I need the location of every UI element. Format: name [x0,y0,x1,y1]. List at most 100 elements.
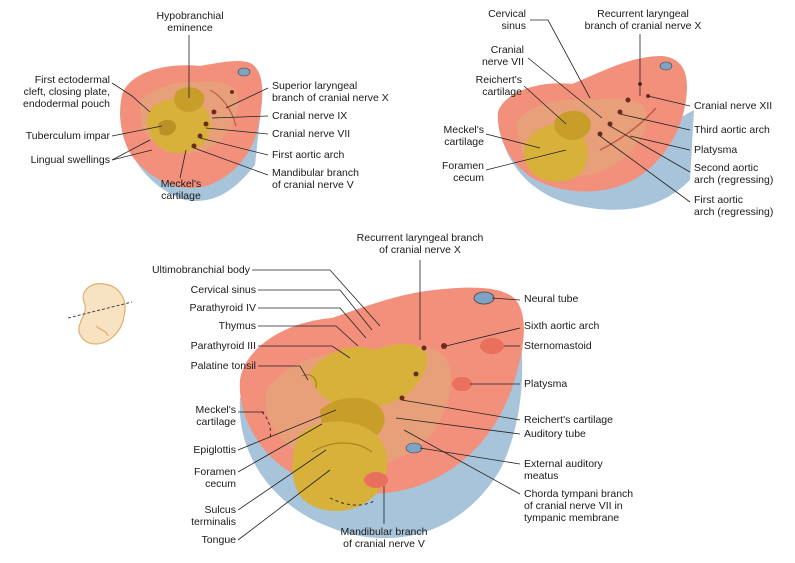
leader-line [111,149,153,161]
label-neural-tube: Neural tube [524,293,579,305]
label-recurrent-laryngeal-c: Recurrent laryngeal branch of cranial ne… [356,232,484,256]
label-hypobranchial-eminence: Hypobranchial eminence [156,10,224,34]
leader-line [258,345,351,359]
panel-b-nerve-dot [597,131,603,137]
panel-c-dashed-mandible [329,497,377,506]
leader-line [237,409,337,451]
panel-a-leaders [111,35,269,179]
leader-line [111,82,151,113]
panel-c-ext-auditory-meatus [405,442,423,454]
leader-line [237,449,327,511]
leader-line [619,113,691,131]
label-recurrent-laryngeal-b: Recurrent laryngeal branch of cranial ne… [584,8,702,32]
embryo-limb [95,325,109,337]
panel-a-nerve-dot [203,121,209,127]
leader-line [111,125,163,137]
label-chorda-tympani: Chorda tympani branch of cranial nerve V… [524,488,634,524]
panel-c-nerve-dot [413,371,419,377]
label-thymus: Thymus [218,320,256,332]
label-cervical-sinus-c: Cervical sinus [190,284,256,296]
label-reicherts-cartilage-b: Reichert's cartilage [475,74,522,98]
label-lingual-swellings: Lingual swellings [30,154,110,166]
label-platysma-c: Platysma [524,378,568,390]
label-second-aortic-arch: Second aortic arch (regressing) [694,162,774,186]
leader-line [403,429,521,495]
label-cranial-nerve-vii-a: Cranial nerve VII [272,128,351,140]
label-mandibular-branch-c: Mandibular branch of cranial nerve V [340,526,428,550]
leader-line [258,307,367,339]
section-plane-line [67,301,133,319]
panel-c-sternomastoid [480,338,504,354]
label-sixth-aortic-arch: Sixth aortic arch [524,320,600,332]
label-tongue: Tongue [201,534,236,546]
panel-c-neural-tube [473,291,495,305]
leader-line [258,289,373,331]
panel-a-pouch-ridge [209,89,237,127]
label-sternomastoid: Sternomastoid [524,340,592,352]
label-meckels-cartilage-b: Meckel's cartilage [443,124,484,148]
label-tuberculum-impar: Tuberculum impar [25,130,110,142]
label-first-ectodermal-cleft: First ectodermal cleft, closing plate, e… [23,74,110,110]
leader-line [225,87,269,109]
label-reicherts-cartilage-c: Reichert's cartilage [524,414,613,426]
leader-line [237,423,323,473]
label-parathyroid-iv: Parathyroid IV [189,302,256,314]
panel-c-sulcus-terminalis [311,442,373,453]
label-epiglottis: Epiglottis [193,444,236,456]
label-ultimobranchial-body: Ultimobranchial body [151,264,250,276]
panel-c-tongue [292,421,388,512]
label-superior-laryngeal: Superior laryngeal branch of cranial ner… [272,80,389,104]
panel-a-nerve-dot [230,90,234,94]
embryo-outline [78,283,126,345]
leader-line [647,95,691,107]
panel-a-nerve-dot [197,133,203,139]
label-cranial-nerve-ix: Cranial nerve IX [272,110,348,122]
leader-line [401,399,521,421]
label-first-aortic-arch-a: First aortic arch [272,149,345,161]
label-platysma-b: Platysma [694,144,738,156]
panel-b-neural-tube [659,61,673,71]
panel-c-nerve-dot [399,395,405,401]
leader-line [179,149,187,179]
panel-a-nerve-dot [211,109,217,115]
leader-line [485,149,567,171]
leader-line [485,133,541,149]
panel-a-endoderm-tongue [147,98,211,154]
label-cranial-nerve-xii: Cranial nerve XII [694,100,773,112]
leader-line [609,125,691,173]
label-third-aortic-arch: Third aortic arch [694,124,770,136]
label-auditory-tube: Auditory tube [524,428,586,440]
panel-a-specimen [120,61,263,201]
label-cervical-sinus-b: Cervical sinus [488,8,526,32]
label-meckels-cartilage-c: Meckel's cartilage [195,404,236,428]
label-meckels-cartilage-a: Meckel's cartilage [160,178,202,202]
leader-line [395,417,521,435]
leader-line [258,365,309,381]
label-foramen-cecum-b: Foramen cecum [441,160,484,184]
label-cranial-nerve-vii-b: Cranial nerve VII [481,44,524,68]
panel-b-nerve-dot [625,97,631,103]
panel-a-nerve-dot [191,143,197,149]
leader-line [523,85,567,125]
panel-c-dashed-meckel [261,411,271,439]
leader-line [491,297,521,301]
panel-c-leaders [237,260,521,541]
label-first-aortic-arch-b: First aortic arch (regressing) [694,194,774,218]
leader-line [445,327,521,347]
leader-line [599,135,691,203]
leader-line [629,135,691,151]
panel-c-mandible-mass [364,472,388,488]
panel-b-specimen [497,56,694,210]
panel-b-platysma-band [599,107,657,151]
label-external-auditory-meatus: External auditory meatus [524,458,603,482]
panel-b-epiglottis [554,110,591,140]
leader-line [258,325,359,347]
panel-a-tuberculum [158,119,176,136]
label-sulcus-terminalis: Sulcus terminalis [191,504,236,528]
leader-line [530,19,591,99]
panel-c-pharynx-endoderm [310,343,427,409]
label-parathyroid-iii: Parathyroid III [190,340,256,352]
panel-c-sixth-aortic-arch [441,343,447,349]
leader-line [193,147,269,176]
